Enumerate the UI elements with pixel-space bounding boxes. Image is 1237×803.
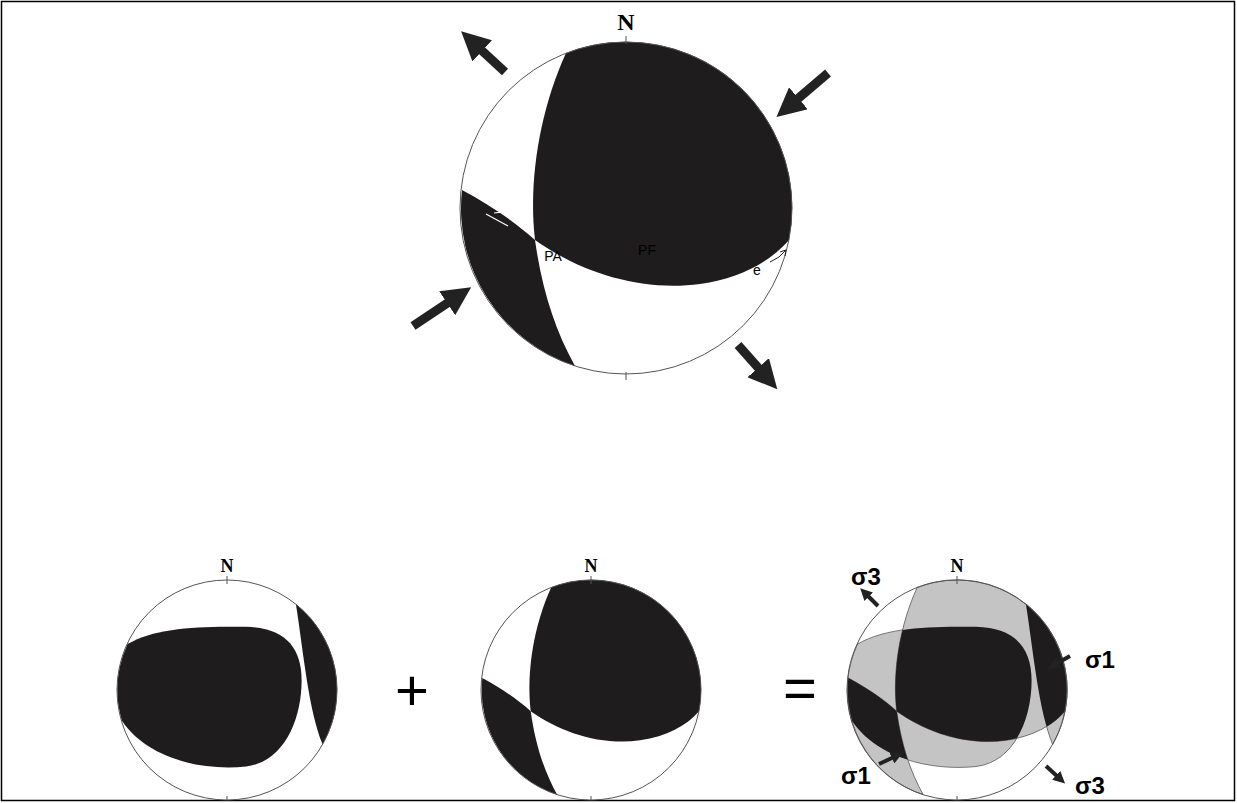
stress-arrows xyxy=(413,47,828,372)
stress-label: σ1 xyxy=(841,764,871,788)
stress-label: σ1 xyxy=(1085,648,1115,672)
stress-label: σ3 xyxy=(1075,774,1105,798)
beachball-2 xyxy=(481,576,701,800)
principal-stress-arrows xyxy=(867,595,1070,777)
plane-label: PF xyxy=(638,243,656,257)
north-label: N xyxy=(221,557,234,575)
equals-sign: = xyxy=(783,659,817,717)
beachball-1 xyxy=(117,576,337,800)
north-label: N xyxy=(585,557,598,575)
north-label: N xyxy=(617,10,634,34)
angle-label: e xyxy=(753,263,761,277)
top-beachball xyxy=(460,36,792,380)
plane-label: PA xyxy=(544,249,562,263)
plus-sign: + xyxy=(395,661,429,719)
north-label: N xyxy=(951,557,964,575)
stress-label: σ3 xyxy=(851,565,881,589)
combined-beachball xyxy=(847,576,1067,800)
